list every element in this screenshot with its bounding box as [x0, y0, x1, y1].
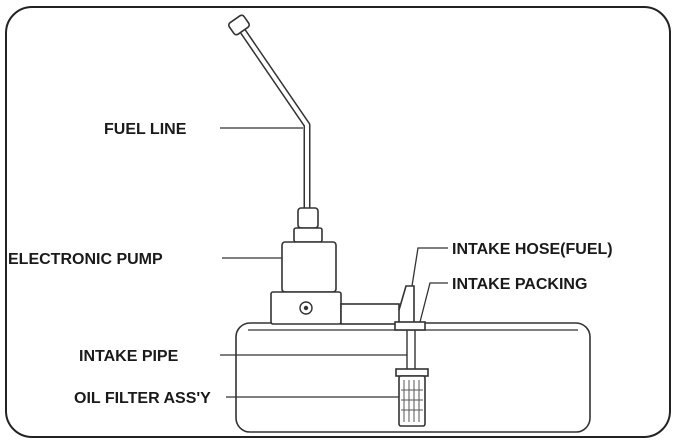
- oil-filter-body: [398, 375, 426, 427]
- label-oil-filter: OIL FILTER ASS'Y: [74, 390, 211, 407]
- fuel-line-tip: [227, 14, 251, 36]
- label-intake-hose: INTAKE HOSE(FUEL): [452, 241, 613, 258]
- oil-filter-cap: [395, 368, 429, 377]
- label-intake-packing: INTAKE PACKING: [452, 276, 587, 293]
- leader-intake-packing: [419, 282, 448, 323]
- fuel-line-tube: [239, 28, 311, 208]
- diagram-frame: [5, 6, 671, 438]
- pump-fitting-collar: [293, 227, 323, 243]
- intake-pipe: [406, 330, 416, 372]
- pump-fitting: [297, 207, 319, 229]
- pump-bolt-center: [303, 305, 309, 311]
- oil-filter-pleats: [401, 380, 423, 422]
- label-intake-pipe: INTAKE PIPE: [79, 348, 179, 365]
- leader-intake-hose: [411, 247, 448, 287]
- intake-hose-block: [340, 303, 400, 325]
- intake-hose-pipe: [398, 285, 415, 323]
- pump-upper-body: [281, 241, 337, 293]
- label-electronic-pump: ELECTRONIC PUMP: [8, 251, 163, 268]
- fuel-line-tube-inner: [240, 28, 309, 208]
- intake-packing: [394, 321, 426, 331]
- label-fuel-line: FUEL LINE: [104, 121, 187, 138]
